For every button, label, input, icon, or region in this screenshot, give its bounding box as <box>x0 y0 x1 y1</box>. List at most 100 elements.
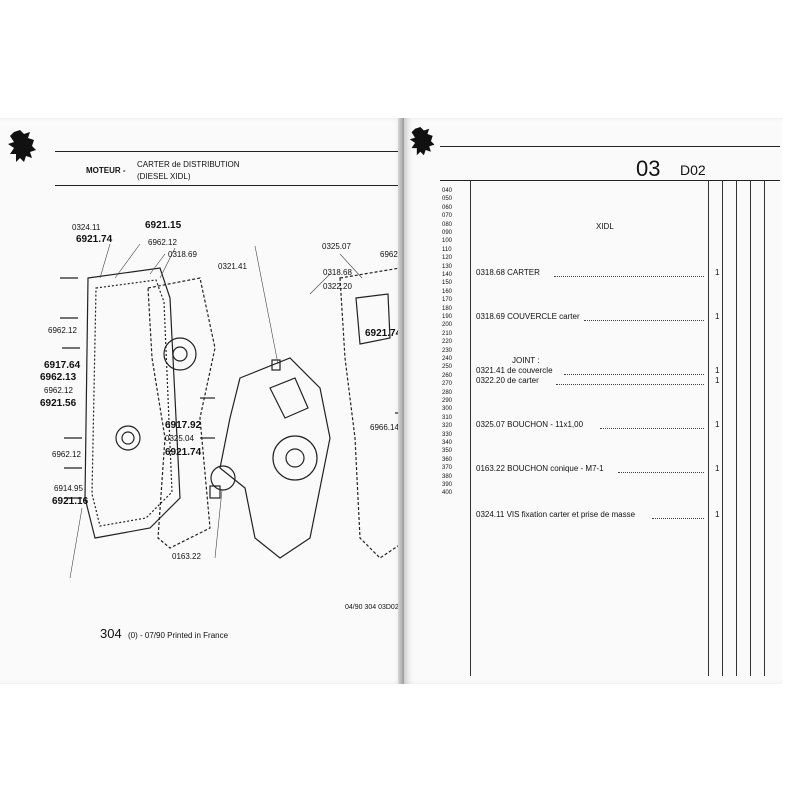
part-qty: 1 <box>715 420 720 429</box>
part-qty: 1 <box>715 268 720 277</box>
lion-logo-icon <box>409 127 435 156</box>
part-qty: 1 <box>715 376 720 385</box>
qty-column-rule-3 <box>736 180 737 676</box>
scale-number: 310 <box>442 414 453 421</box>
scale-number: 140 <box>442 272 453 278</box>
scale-number: 100 <box>442 238 453 245</box>
part-qty: 1 <box>715 464 720 473</box>
callout-0324-11: 0324.11 <box>72 223 101 232</box>
scale-number: 400 <box>442 490 453 497</box>
callout-6962-12: 6962.12 <box>148 238 177 247</box>
callout-0325-07: 0325.07 <box>322 242 351 251</box>
column-heading: XIDL <box>596 222 614 231</box>
callout-6966-14: 6966.14 <box>370 423 399 432</box>
scale-number: 160 <box>442 288 453 295</box>
part-row-heading: JOINT : <box>512 356 540 365</box>
footer-printed: (0) - 07/90 Printed in France <box>128 631 229 640</box>
callout-0322-20: 0322.20 <box>323 282 352 291</box>
scale-number: 230 <box>442 347 453 354</box>
part-row: 0324.11 VIS fixation carter et prise de … <box>476 510 636 519</box>
scale-number: 110 <box>442 246 452 253</box>
scale-number: 060 <box>442 204 453 211</box>
scale-number: 240 <box>442 356 453 362</box>
part-row: 0325.07 BOUCHON - 11x1,00 <box>476 420 584 429</box>
scale-number: 210 <box>442 330 453 337</box>
scale-number: 050 <box>442 196 453 203</box>
lion-logo-icon <box>8 130 36 162</box>
callout-0325-04: 0325.04 <box>165 434 194 443</box>
footer-page-number: 304 <box>100 626 122 641</box>
header-rule-bottom <box>440 180 780 181</box>
scale-number: 300 <box>442 406 453 413</box>
scale-number: 260 <box>442 372 453 379</box>
scale-number: 290 <box>442 398 453 404</box>
header-rule <box>440 146 780 147</box>
scale-number: 190 <box>442 314 453 320</box>
callout-6962-12-right: 6962.12 <box>380 250 409 259</box>
part-row: 0163.22 BOUCHON conique - M7-1 <box>476 464 604 473</box>
exploded-diagram <box>60 243 410 579</box>
scale-number: 220 <box>442 339 453 346</box>
scale-number: 280 <box>442 389 453 396</box>
qty-column-rule-2 <box>722 180 723 676</box>
section-label: MOTEUR - <box>86 166 126 175</box>
scale-number: 040 <box>442 188 453 194</box>
scale-number: 340 <box>442 440 453 446</box>
callout-0318-68: 0318.68 <box>323 268 352 277</box>
callout-6917-64: 6917.64 <box>44 360 81 371</box>
scale-number: 360 <box>442 456 453 463</box>
part-row: 0321.41 de couvercle <box>476 366 553 375</box>
scale-number: 130 <box>442 263 453 270</box>
qty-column-rule-5 <box>764 180 765 676</box>
page-title: CARTER de DISTRIBUTION <box>137 160 240 169</box>
callout-6914-95: 6914.95 <box>54 484 83 493</box>
part-qty: 1 <box>715 366 720 375</box>
scale-number: 380 <box>442 473 453 480</box>
callout-6962-13: 6962.13 <box>40 372 77 383</box>
left-page: MOTEUR - CARTER de DISTRIBUTION (DIESEL … <box>0 118 410 684</box>
qty-column-rule-1 <box>708 180 709 676</box>
scale-number: 350 <box>442 448 453 455</box>
callout-0318-69: 0318.69 <box>168 250 197 259</box>
scale-number: 070 <box>442 213 453 220</box>
qty-column-rule-4 <box>750 180 751 676</box>
callout-6921-74-mid: 6921.74 <box>165 447 202 458</box>
callout-6962-12-a: 6962.12 <box>48 326 77 335</box>
callout-6917-92: 6917.92 <box>165 420 202 431</box>
scale-number: 200 <box>442 322 453 329</box>
callout-6962-12-b: 6962.12 <box>44 386 73 395</box>
part-qty: 1 <box>715 312 720 321</box>
callout-6921-15: 6921.15 <box>145 220 182 231</box>
section-code: D02 <box>680 162 706 178</box>
scale-number: 390 <box>442 482 453 488</box>
scale-number: 320 <box>442 423 453 430</box>
part-qty: 1 <box>715 510 720 519</box>
callout-0163-22: 0163.22 <box>172 552 201 561</box>
scale-number: 270 <box>442 381 453 388</box>
callout-6921-56: 6921.56 <box>40 398 77 409</box>
scale-column-rule <box>470 180 471 676</box>
scale-number: 090 <box>442 230 453 236</box>
callout-0321-41: 0321.41 <box>218 262 247 271</box>
scale-number: 170 <box>442 297 453 304</box>
part-row: 0318.68 CARTER <box>476 268 540 277</box>
callout-6921-16: 6921.16 <box>52 496 89 507</box>
scale-number: 080 <box>442 221 453 228</box>
scale-number: 120 <box>442 255 453 262</box>
header-rule-bottom <box>55 185 400 186</box>
scale-number: 330 <box>442 431 453 438</box>
page-subtitle: (DIESEL XIDL) <box>137 172 191 181</box>
footer-code: 04/90 304 03D02 <box>345 604 399 611</box>
part-row: 0318.69 COUVERCLE carter <box>476 312 580 321</box>
callout-6921-74-right: 6921.74 <box>365 328 402 339</box>
callout-6962-12-c: 6962.12 <box>52 450 81 459</box>
scale-number: 250 <box>442 364 453 371</box>
part-row: 0322.20 de carter <box>476 376 539 385</box>
header-rule <box>55 151 400 152</box>
scale-number: 180 <box>442 305 453 312</box>
callout-6921-74: 6921.74 <box>76 234 113 245</box>
scale-number: 150 <box>442 280 453 287</box>
scale-number: 370 <box>442 465 453 472</box>
section-number: 03 <box>636 156 661 181</box>
